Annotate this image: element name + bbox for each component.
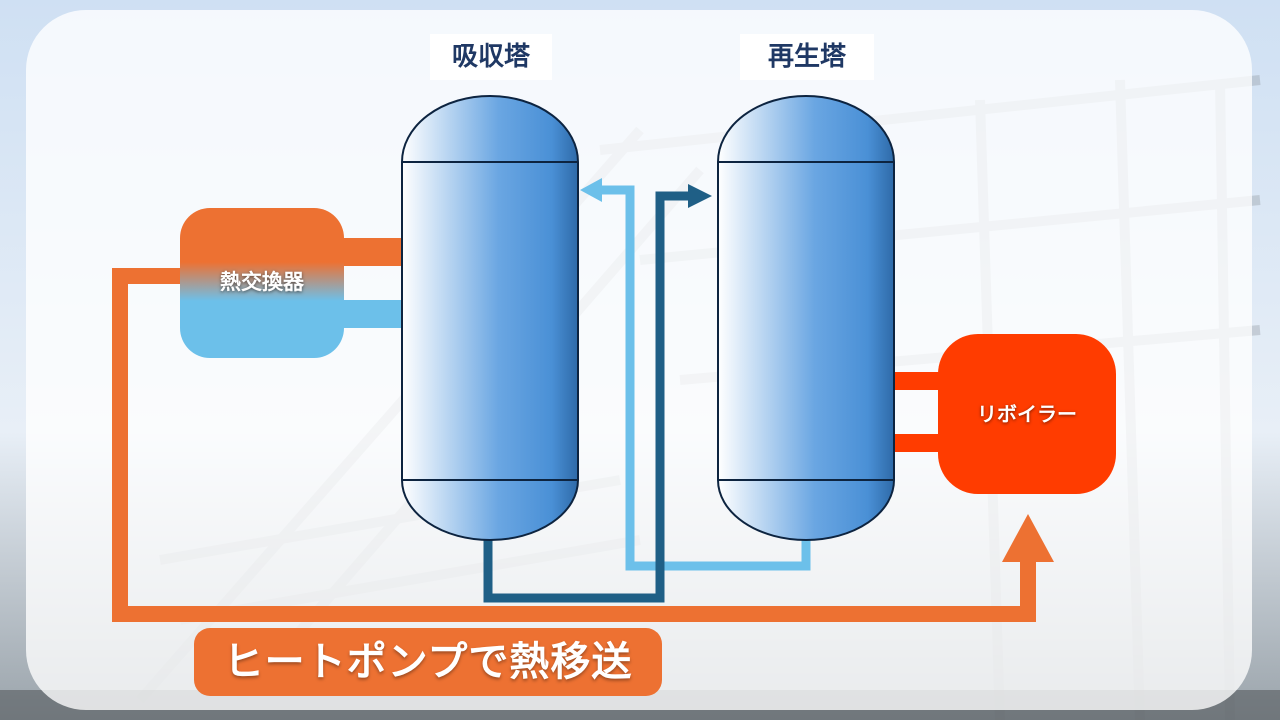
lean-solvent-line	[596, 185, 811, 571]
reboiler-box	[938, 334, 1116, 494]
heat-pump-banner: ヒートポンプで熱移送	[194, 628, 662, 696]
rich-solvent-arrowhead	[688, 184, 712, 208]
absorber-label: 吸収塔	[430, 34, 552, 80]
reboiler-pipe-bottom	[892, 434, 944, 452]
hx-pipe-hot	[340, 238, 404, 266]
heat-exchanger-label: 熱交換器	[220, 270, 304, 294]
regenerator-tower	[717, 95, 895, 541]
lean-solvent-arrowhead	[580, 178, 602, 202]
heat-pump-loop	[112, 268, 1036, 622]
rich-solvent-line	[483, 191, 694, 603]
heat-exchanger-box	[180, 208, 344, 358]
absorber-tower	[401, 95, 579, 541]
regenerator-label: 再生塔	[740, 34, 874, 80]
reboiler-label: リボイラー	[977, 402, 1077, 426]
heat-pump-arrowhead	[1002, 514, 1054, 562]
hx-pipe-cold	[340, 300, 404, 328]
reboiler-pipe-top	[892, 372, 944, 390]
